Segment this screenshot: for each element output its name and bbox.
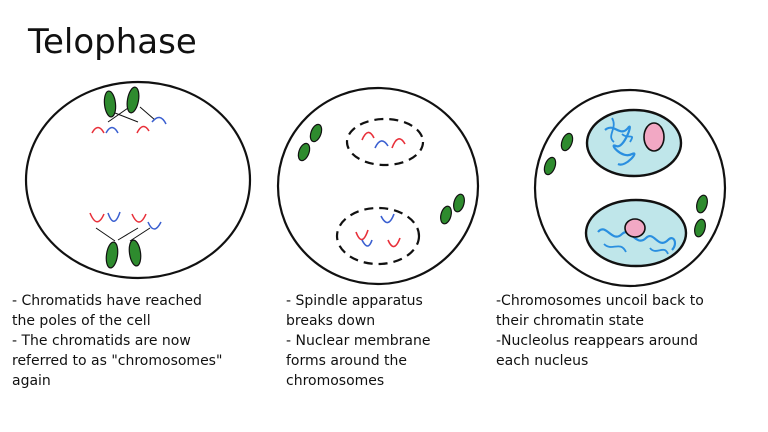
caption-line: breaks down (286, 313, 376, 329)
red-chromatid (355, 229, 369, 241)
red-chromatid (387, 237, 401, 248)
chromosome (126, 86, 140, 114)
caption-line: their chromatin state (496, 313, 645, 329)
chromatin-strand (604, 125, 636, 166)
blue-chromatid (107, 211, 121, 222)
blue-chromatid (380, 213, 395, 224)
chromatin-strand (610, 117, 634, 143)
caption-line: the poles of the cell (12, 313, 151, 329)
red-chromatid (136, 125, 150, 134)
red-chromatid (391, 138, 406, 149)
blue-chromatid (361, 239, 373, 247)
caption-line: again (12, 373, 51, 389)
caption-line: chromosomes (286, 373, 385, 389)
centriole (297, 142, 311, 162)
cell-1 (24, 80, 252, 280)
caption-cell-2: - Spindle apparatus breaks down - Nuclea… (286, 291, 430, 391)
chromosome (103, 90, 117, 118)
page-title: Telophase (28, 22, 197, 62)
caption-line: each nucleus (496, 353, 589, 369)
caption-line: -Nucleolus reappears around (496, 333, 699, 349)
red-chromatid (361, 131, 375, 141)
centriole (543, 156, 557, 176)
cell-3 (533, 88, 727, 288)
centriole (453, 193, 465, 213)
blue-chromatid (151, 116, 167, 125)
spindle-fiber (95, 227, 151, 242)
red-chromatid (131, 213, 147, 223)
chromatin-bottom (597, 228, 677, 255)
nucleolus-bottom (624, 218, 646, 238)
caption-line: -Chromosomes uncoil back to (496, 293, 704, 309)
chromatin-strand (597, 228, 677, 251)
caption-cell-1: - Chromatids have reached the poles of t… (12, 291, 222, 391)
centriole (440, 205, 452, 225)
cell-2-top-chromosomes (361, 131, 406, 149)
cell-2-centrioles (297, 123, 465, 225)
nucleolus-top (643, 122, 665, 152)
nucleus-top (585, 108, 683, 178)
chromosome (128, 239, 142, 267)
blue-chromatid (105, 126, 119, 134)
caption-cell-3: -Chromosomes uncoil back to their chroma… (496, 291, 704, 371)
centriole (309, 123, 323, 143)
forming-nuclear-membrane-bottom (335, 206, 421, 266)
cell-2-membrane (276, 86, 480, 286)
red-chromatid (89, 212, 105, 223)
centriole (696, 194, 708, 214)
caption-line: forms around the (286, 353, 408, 369)
caption-line: - Spindle apparatus (286, 293, 423, 309)
caption-line: referred to as "chromosomes" (12, 353, 223, 369)
spindle-fiber (107, 106, 156, 123)
caption-line: - The chromatids are now (12, 333, 191, 349)
cell-3-centrioles (543, 132, 708, 238)
centriole (694, 218, 706, 238)
blue-chromatid (374, 140, 389, 149)
blue-chromatid (147, 221, 162, 230)
centriole (560, 132, 574, 152)
cell-2-bottom-chromosomes (355, 213, 401, 248)
caption-line: - Nuclear membrane (286, 333, 431, 349)
cell-1-bottom-chromosomes (89, 211, 162, 269)
red-chromatid (91, 126, 105, 134)
chromosome (105, 241, 119, 269)
chromatin-top (604, 117, 636, 166)
cell-2 (276, 86, 480, 286)
chromatin-strand (603, 243, 669, 255)
cell-1-top-chromosomes (91, 86, 167, 134)
cell-1-membrane (24, 80, 252, 280)
forming-nuclear-membrane-top (345, 117, 425, 167)
caption-line: - Chromatids have reached (12, 293, 202, 309)
